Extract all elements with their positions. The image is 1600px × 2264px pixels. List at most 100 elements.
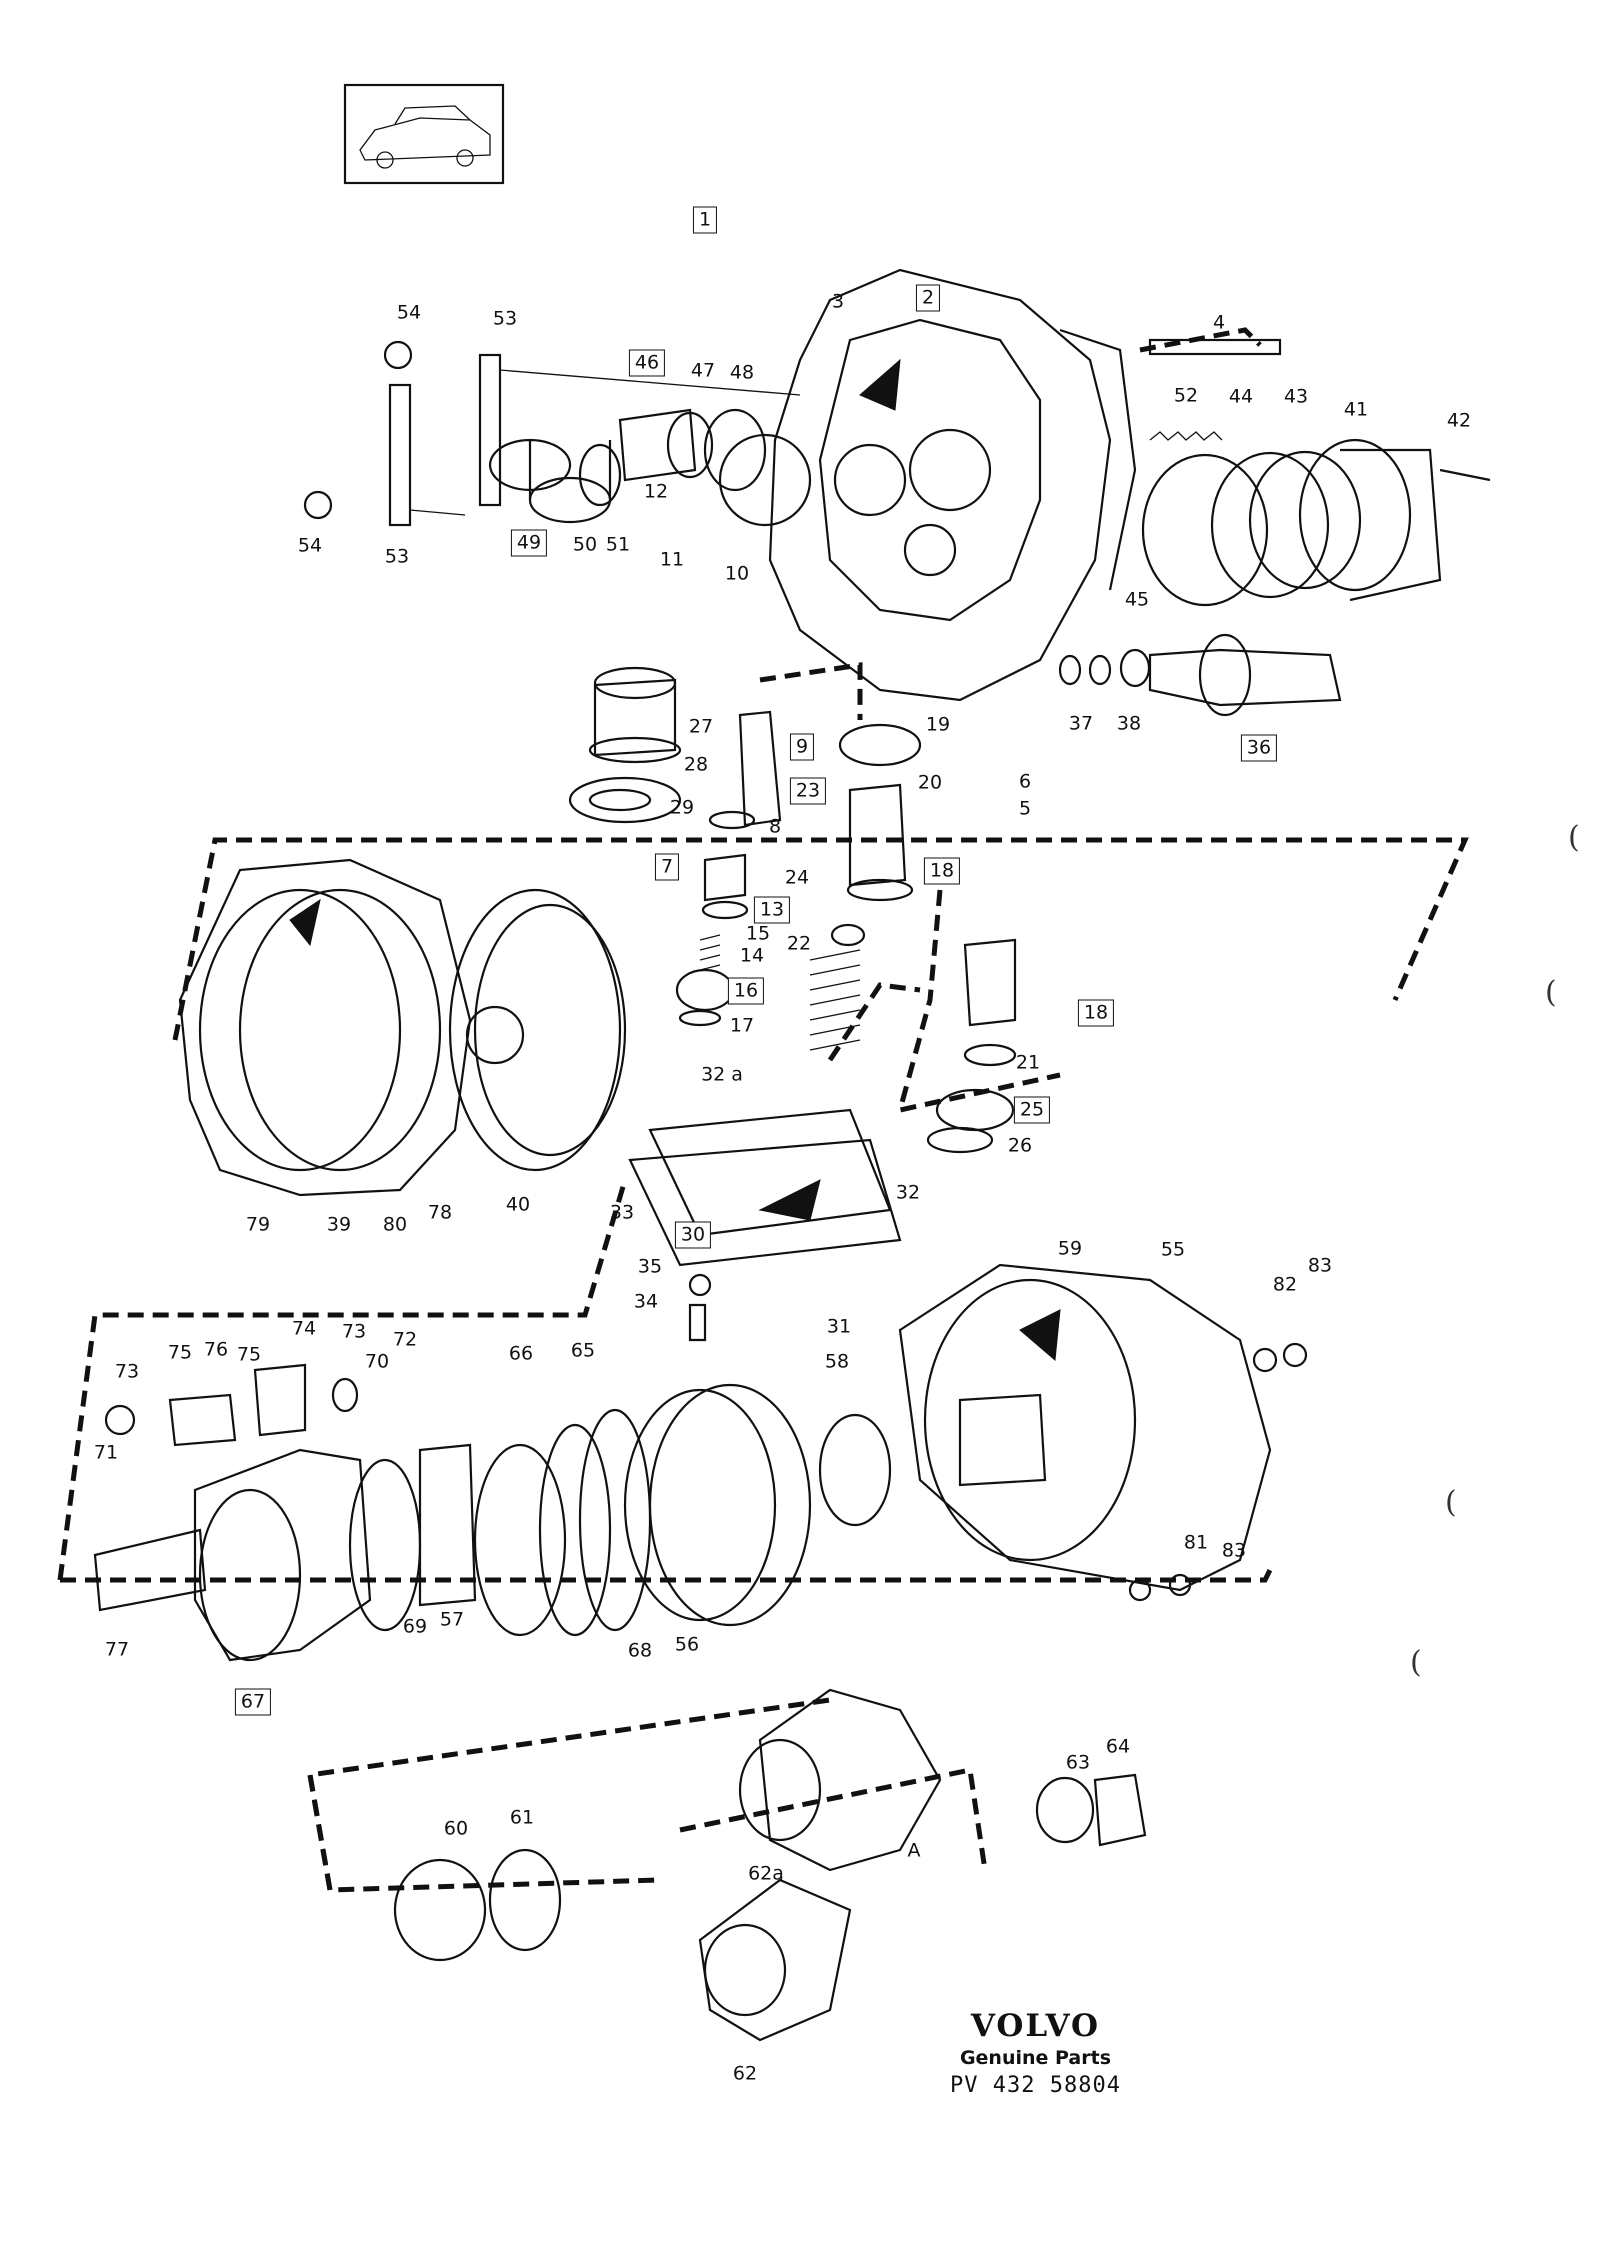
callout-43: 43 (1283, 385, 1309, 408)
callout-73-left: 73 (114, 1360, 140, 1383)
genuine-parts-label: Genuine Parts (959, 2047, 1112, 2069)
callout-49: 49 (510, 529, 548, 557)
callout-4: 4 (1212, 311, 1226, 334)
callout-60: 60 (443, 1817, 469, 1840)
volvo-brand-block: VOLVO Genuine Parts PV 432 58804 (950, 2008, 1121, 2098)
callout-47: 47 (690, 359, 716, 382)
gearbox-housing (768, 268, 1137, 702)
callout-7: 7 (654, 853, 680, 881)
volvo-logo: VOLVO (970, 2008, 1101, 2044)
callout-8: 8 (768, 815, 782, 838)
callout-76: 76 (203, 1338, 229, 1361)
callout-30: 30 (674, 1221, 712, 1249)
callout-61: 61 (509, 1806, 535, 1829)
callout-29: 29 (669, 796, 695, 819)
callout-31: 31 (826, 1315, 852, 1338)
callout-75-right: 75 (236, 1343, 262, 1366)
callout-10: 10 (724, 562, 750, 585)
callout-53-lower: 53 (384, 545, 410, 568)
callout-26: 26 (1007, 1134, 1033, 1157)
callout-80: 80 (382, 1213, 408, 1236)
callout-18-upper: 18 (923, 857, 961, 885)
valve-group-left (675, 710, 782, 1027)
callout-81: 81 (1183, 1531, 1209, 1554)
bottom-flange-group (393, 1688, 1147, 2042)
callout-65: 65 (570, 1339, 596, 1362)
callout-13: 13 (753, 896, 791, 924)
callout-A: A (907, 1839, 921, 1862)
callout-6: 6 (1018, 770, 1032, 793)
callout-69: 69 (402, 1615, 428, 1638)
pump-group (568, 666, 682, 824)
callout-53-upper: 53 (492, 307, 518, 330)
callout-83-lower: 83 (1221, 1539, 1247, 1562)
callout-74: 74 (291, 1317, 317, 1340)
callout-21: 21 (1015, 1051, 1041, 1074)
callout-35: 35 (637, 1255, 663, 1278)
callout-75-left: 75 (167, 1341, 193, 1364)
pistons-and-rings (488, 408, 812, 527)
callout-17: 17 (729, 1014, 755, 1037)
callout-42: 42 (1446, 409, 1472, 432)
callout-25: 25 (1013, 1096, 1051, 1124)
margin-mark: ( (1445, 1485, 1457, 1520)
callout-33: 33 (609, 1201, 635, 1224)
callout-54-lower: 54 (297, 534, 323, 557)
valve-group-center (809, 723, 922, 1051)
callout-22: 22 (786, 932, 812, 955)
callout-23: 23 (789, 777, 827, 805)
callout-27: 27 (688, 715, 714, 738)
callout-32: 32 (895, 1181, 921, 1204)
callout-18-lower: 18 (1077, 999, 1115, 1027)
valve-group-right (926, 938, 1017, 1154)
callout-5: 5 (1018, 797, 1032, 820)
callout-48: 48 (729, 361, 755, 384)
callout-71: 71 (93, 1441, 119, 1464)
callout-52: 52 (1173, 384, 1199, 407)
callout-82: 82 (1272, 1273, 1298, 1296)
solenoid-group (1058, 633, 1342, 717)
planetary-gear-set (418, 1383, 892, 1637)
callout-59: 59 (1057, 1237, 1083, 1260)
callout-3: 3 (831, 290, 845, 313)
callout-77: 77 (104, 1638, 130, 1661)
stud-4 (1148, 338, 1282, 356)
callout-66: 66 (508, 1342, 534, 1365)
callout-54-upper: 54 (396, 301, 422, 324)
callout-19: 19 (925, 713, 951, 736)
margin-mark: ( (1410, 1645, 1422, 1680)
callout-58: 58 (824, 1350, 850, 1373)
callout-20: 20 (917, 771, 943, 794)
callout-73-right: 73 (341, 1320, 367, 1343)
document-ref: PV 432 58804 (950, 2073, 1121, 2098)
callout-68: 68 (627, 1639, 653, 1662)
car-thumbnail-icon (343, 83, 505, 185)
callout-2: 2 (915, 284, 941, 312)
callout-39: 39 (326, 1213, 352, 1236)
callout-24: 24 (784, 866, 810, 889)
callout-79: 79 (245, 1213, 271, 1236)
callout-57: 57 (439, 1608, 465, 1631)
callout-72: 72 (392, 1328, 418, 1351)
callout-36: 36 (1240, 734, 1278, 762)
callout-32a: 32 a (701, 1063, 743, 1086)
callout-34: 34 (633, 1290, 659, 1313)
callout-62a: 62a (748, 1862, 784, 1885)
callout-16: 16 (727, 977, 765, 1005)
callout-15: 15 (745, 922, 771, 945)
callout-45: 45 (1124, 588, 1150, 611)
callout-67: 67 (234, 1688, 272, 1716)
callout-64: 64 (1105, 1735, 1131, 1758)
callout-51: 51 (605, 533, 631, 556)
callout-9: 9 (789, 733, 815, 761)
callout-40: 40 (505, 1193, 531, 1216)
callout-28: 28 (683, 753, 709, 776)
nuts-right (1128, 1342, 1308, 1602)
callout-50: 50 (572, 533, 598, 556)
bearing-cover-group (1141, 431, 1491, 607)
callout-1: 1 (692, 206, 718, 234)
callout-55: 55 (1160, 1238, 1186, 1261)
margin-mark: ( (1545, 975, 1557, 1010)
margin-mark: ( (1568, 820, 1580, 855)
